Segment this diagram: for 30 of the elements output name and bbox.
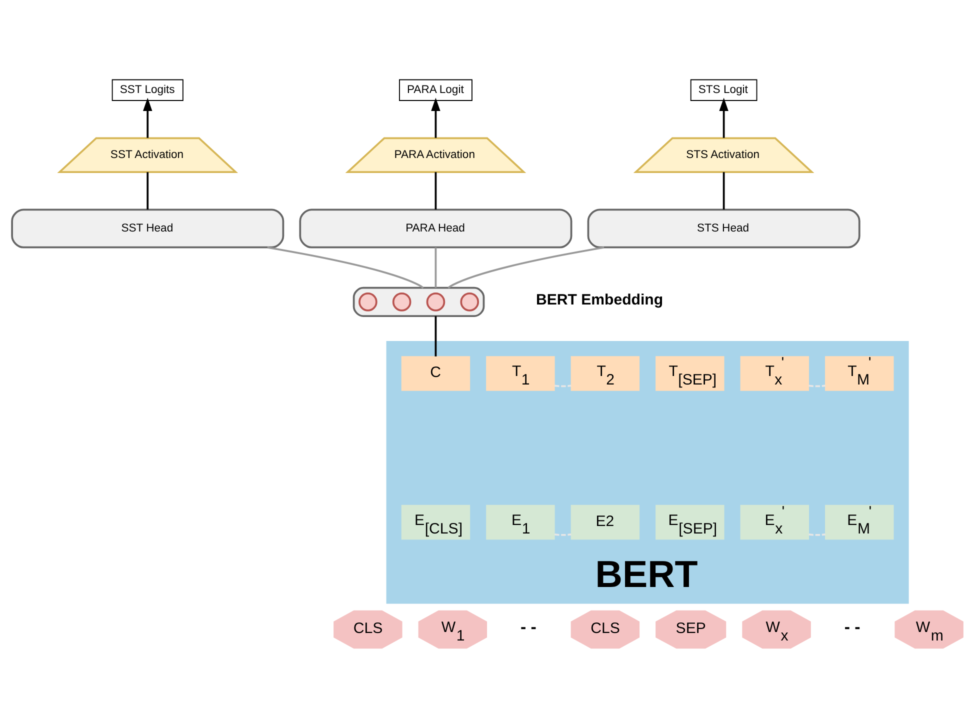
connector [722,172,725,210]
arrow [431,97,440,138]
node-box: PARA Logit [399,78,472,100]
node-box: C [401,356,470,390]
connector [267,246,424,288]
connector [808,533,826,536]
cluster [352,286,485,317]
node-box: STS Head [587,208,860,248]
connector [808,384,826,387]
node-circle [426,292,446,311]
arrow [719,97,728,138]
node-box: SST Logits [112,78,184,100]
node-box: SST Head [11,208,284,248]
arrow [143,97,152,138]
connector [554,533,572,536]
node-circle [460,292,480,311]
label: - - [844,617,860,636]
node-circle [392,292,412,311]
connector [146,172,149,210]
node-box: PARA Head [299,208,572,248]
label: - - [520,617,536,636]
connector [434,172,437,210]
connector [448,246,604,288]
node-label: BERT Embedding [536,291,664,308]
connector [434,316,437,356]
node-box: E2 [570,504,640,540]
node-circle [358,292,378,311]
node-box: STS Logit [690,78,758,100]
connector [434,246,437,288]
connector [554,384,572,387]
